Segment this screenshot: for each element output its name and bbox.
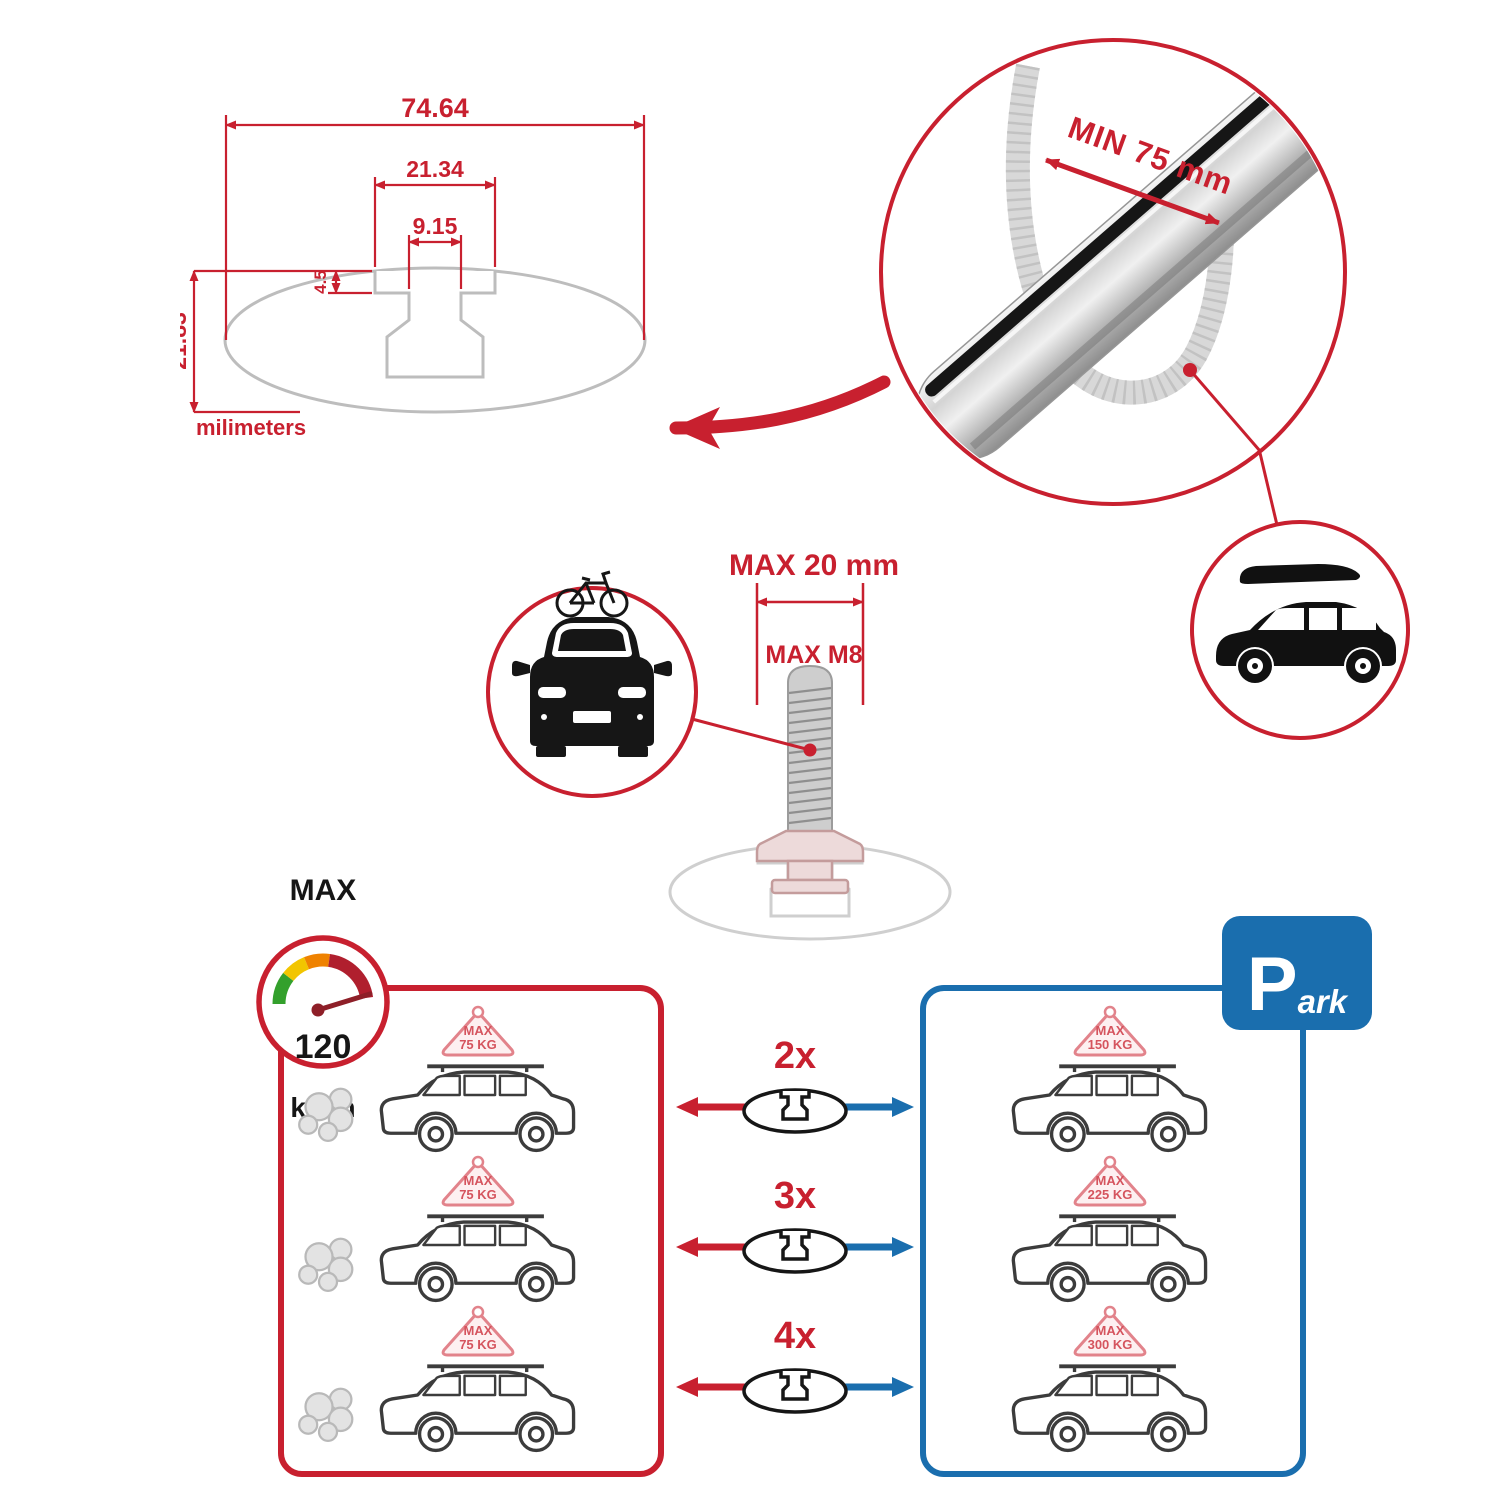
right-arrow-icon: [892, 1377, 914, 1397]
cross-section-drawing: 74.64 21.34 9.15 4.5 21.83 milimeters: [180, 93, 647, 440]
bar-quantity-row: 2x: [676, 1035, 914, 1134]
svg-text:75 KG: 75 KG: [459, 1187, 497, 1202]
suv-icon: [366, 1351, 586, 1461]
dim-recess-depth: 4.5: [311, 270, 330, 294]
driving-panel: MAX 75 KG MAX 75 KG MAX 75 KG: [278, 985, 664, 1477]
bicycle-icon: [555, 570, 629, 618]
svg-text:MAX: MAX: [1096, 1323, 1125, 1338]
left-arrow-icon: [676, 1097, 698, 1117]
svg-text:MAX: MAX: [1096, 1023, 1125, 1038]
svg-text:225 KG: 225 KG: [1088, 1187, 1133, 1202]
svg-text:75 KG: 75 KG: [459, 1337, 497, 1352]
crossbar-detail-circle: MIN 75 mm: [879, 38, 1347, 506]
left-arrow-icon: [676, 1237, 698, 1257]
load-badge: MAX 75 KG: [441, 1305, 515, 1357]
right-arrow-icon: [892, 1097, 914, 1117]
dim-slot-width: 21.34: [406, 156, 464, 182]
quantity-label: 4x: [774, 1315, 816, 1357]
park-sign-suffix: ark: [1297, 983, 1348, 1020]
units-label: milimeters: [196, 415, 306, 440]
t-slot-channel: [373, 271, 497, 379]
crossbar-section-icon: [742, 1088, 848, 1134]
bolt-callout-dot: [803, 743, 817, 757]
suv-icon: [998, 1351, 1218, 1461]
dust-cloud-icon: [292, 1231, 364, 1295]
dust-cloud-icon: [292, 1081, 364, 1145]
load-badge: MAX 300 KG: [1073, 1305, 1147, 1357]
suv-icon: [366, 1051, 586, 1161]
dim-channel-width: 9.15: [413, 213, 458, 239]
bar-quantity-row: 3x: [676, 1175, 914, 1274]
parked-panel: MAX 150 KG MAX 225 KG MAX 300 KG: [920, 985, 1306, 1477]
bolt-diagram: [486, 570, 952, 941]
dim-total-width: 74.64: [401, 93, 469, 123]
detail-pointer-arrow: [669, 375, 891, 449]
suv-callout-line: [1258, 452, 1279, 526]
left-arrow-icon: [676, 1377, 698, 1397]
gauge-arc: [272, 953, 374, 1005]
svg-text:MAX: MAX: [464, 1173, 493, 1188]
car-front-icon: [512, 617, 672, 757]
t-bolt: [755, 664, 865, 895]
svg-text:150 KG: 150 KG: [1088, 1037, 1133, 1052]
load-badge: MAX 75 KG: [441, 1155, 515, 1207]
svg-text:MAX: MAX: [464, 1323, 493, 1338]
suv-icon: [998, 1201, 1218, 1311]
suv-icon: [366, 1201, 586, 1311]
load-badge: MAX 75 KG: [441, 1005, 515, 1057]
driving-car-row: MAX 75 KG: [284, 1155, 658, 1311]
crossbar-section-icon: [742, 1228, 848, 1274]
fitting-strap: [1005, 63, 1235, 405]
svg-text:MAX: MAX: [1096, 1173, 1125, 1188]
bolt-dimension-lines: [755, 583, 865, 705]
park-sign-letter: P: [1246, 942, 1298, 1028]
svg-text:MAX: MAX: [464, 1023, 493, 1038]
parked-car-row: MAX 150 KG: [926, 1005, 1300, 1161]
bolt-max-width-label: MAX 20 mm: [728, 549, 900, 582]
dust-cloud-icon: [292, 1381, 364, 1445]
speed-max-label: MAX: [289, 874, 357, 907]
suv-icon: [998, 1051, 1218, 1161]
load-badge: MAX 150 KG: [1073, 1005, 1147, 1057]
dimension-lines: [189, 115, 646, 414]
speedometer: 120: [256, 935, 390, 1069]
bolt-max-thread-label: MAX M8: [765, 641, 863, 669]
right-arrow-icon: [892, 1237, 914, 1257]
quantity-label: 3x: [774, 1175, 816, 1217]
dim-total-height: 21.83: [180, 312, 191, 370]
speed-value: 120: [295, 1028, 352, 1066]
parked-car-row: MAX 225 KG: [926, 1155, 1300, 1311]
min-span-arrow: [1045, 157, 1220, 226]
quantity-label: 2x: [774, 1035, 816, 1077]
svg-text:75 KG: 75 KG: [459, 1037, 497, 1052]
driving-car-row: MAX 75 KG: [284, 1005, 658, 1161]
suv-roofbox-icon: [1216, 564, 1396, 683]
crossbar-section-icon: [742, 1368, 848, 1414]
gauge-needle: [315, 991, 373, 1013]
suv-roofbox-circle: [1190, 520, 1410, 740]
load-badge: MAX 225 KG: [1073, 1155, 1147, 1207]
parked-car-row: MAX 300 KG: [926, 1305, 1300, 1461]
bolt-threads: [788, 686, 832, 825]
svg-text:300 KG: 300 KG: [1088, 1337, 1133, 1352]
driving-car-row: MAX 75 KG: [284, 1305, 658, 1461]
bar-quantity-row: 4x: [676, 1315, 914, 1414]
